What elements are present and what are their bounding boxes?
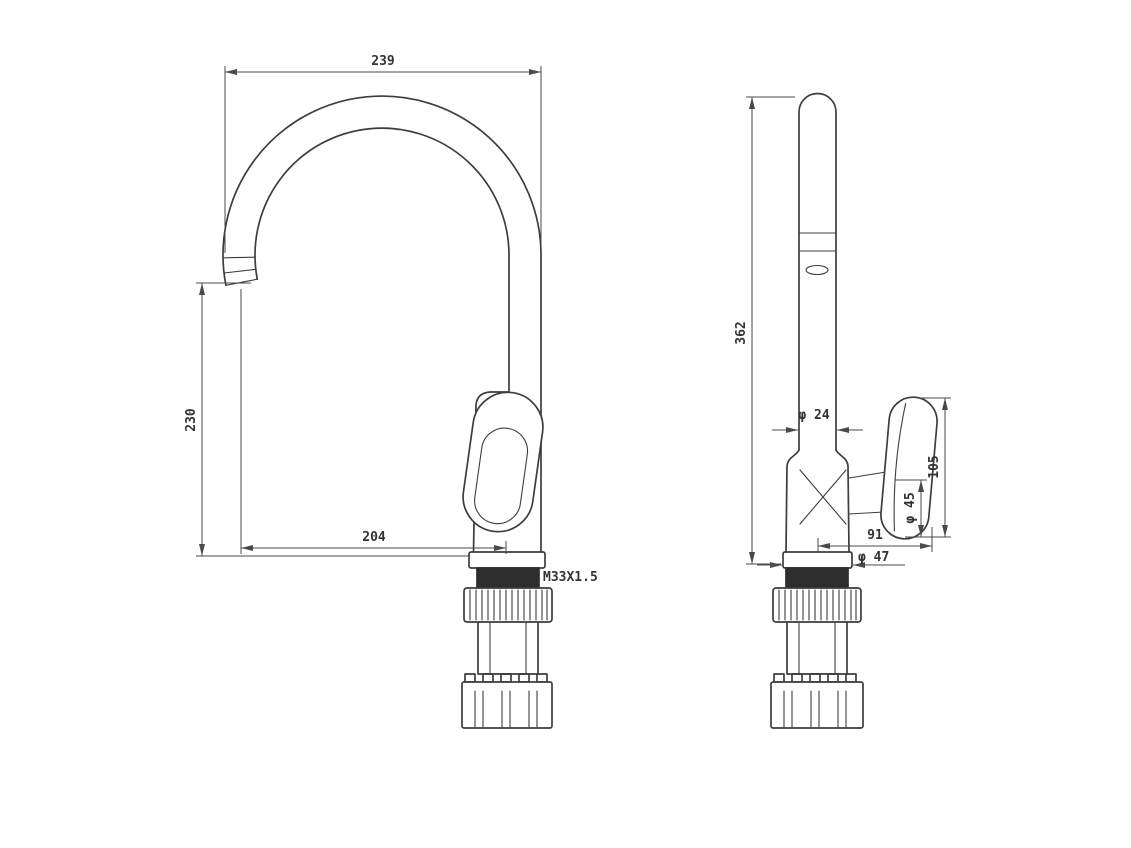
mounting-nut-ribs-side: [778, 589, 857, 621]
outlet-ellipse: [805, 264, 829, 276]
mounting-nut: [463, 587, 553, 623]
lever-handle: [462, 391, 544, 533]
aerator-ring-1: [222, 256, 256, 259]
coupling-tab: [482, 673, 494, 683]
ext-line: [196, 282, 470, 557]
coupling-slots: [474, 690, 538, 728]
spout-outer-arc: [222, 95, 542, 553]
body-base: [468, 551, 546, 569]
dim-text-handle-diameter: φ 45: [903, 492, 918, 523]
mounting-nut-ribs: [469, 589, 548, 621]
side-dimensions: [746, 96, 951, 568]
dim-text-pipe-diameter: φ 24: [798, 408, 829, 423]
coupling-slots-side: [783, 690, 847, 728]
side-body-detail: [799, 469, 847, 525]
spout-inner-arc: [254, 127, 510, 393]
coupling-tab: [845, 673, 857, 683]
front-dimension-labels: 239 230 204 M33X1.5: [184, 54, 598, 585]
shank-inner-lines-side: [798, 621, 836, 675]
coupling-tab: [809, 673, 821, 683]
dim-text-spout-height: 230: [184, 408, 199, 432]
front-view: 239 230 204 M33X1.5: [184, 54, 598, 729]
ext-line: [746, 96, 795, 565]
thread-band-side: [785, 567, 849, 589]
coupling-body-side: [770, 681, 864, 729]
coupling-tab: [773, 673, 785, 683]
spout-joint-lines: [798, 232, 837, 252]
side-body-base: [782, 551, 853, 569]
coupling-tab: [464, 673, 476, 683]
handle-disc-inner-line: [893, 402, 907, 532]
coupling-tab: [518, 673, 530, 683]
thread-band: [476, 567, 540, 589]
side-body-outline: [785, 449, 850, 553]
dim-text-handle-reach: 91: [867, 528, 883, 543]
mounting-nut-side: [772, 587, 862, 623]
riser-pipe: [798, 92, 837, 451]
ext-line: [224, 66, 542, 253]
aerator-ring-2: [223, 268, 257, 274]
side-dimension-labels: 362 φ 24 105 φ 45 91 φ 47: [734, 321, 942, 565]
thread-spec-label: M33X1.5: [543, 570, 598, 585]
handle-neck: [848, 471, 887, 515]
coupling-tab: [536, 673, 548, 683]
shank-inner-lines: [489, 621, 527, 675]
lever-inner-face: [474, 427, 529, 525]
side-view: 362 φ 24 105 φ 45 91 φ 47: [734, 92, 951, 729]
dim-text-handle-length: 105: [927, 455, 942, 478]
body-outline: [472, 391, 510, 553]
ext-line: [240, 289, 507, 554]
dim-text-base-diameter: φ 47: [858, 550, 889, 565]
coupling-tab: [791, 673, 803, 683]
shank-side: [786, 621, 848, 675]
shank: [477, 621, 539, 675]
coupling-tab: [827, 673, 839, 683]
spout-tip-cap: [225, 278, 258, 286]
dim-text-offset: 204: [362, 530, 386, 545]
lever-outer: [462, 391, 544, 533]
coupling-tab: [500, 673, 512, 683]
dim-text-reach: 239: [371, 54, 394, 69]
dim-text-total-height: 362: [734, 321, 749, 344]
front-dimensions: [196, 66, 542, 557]
